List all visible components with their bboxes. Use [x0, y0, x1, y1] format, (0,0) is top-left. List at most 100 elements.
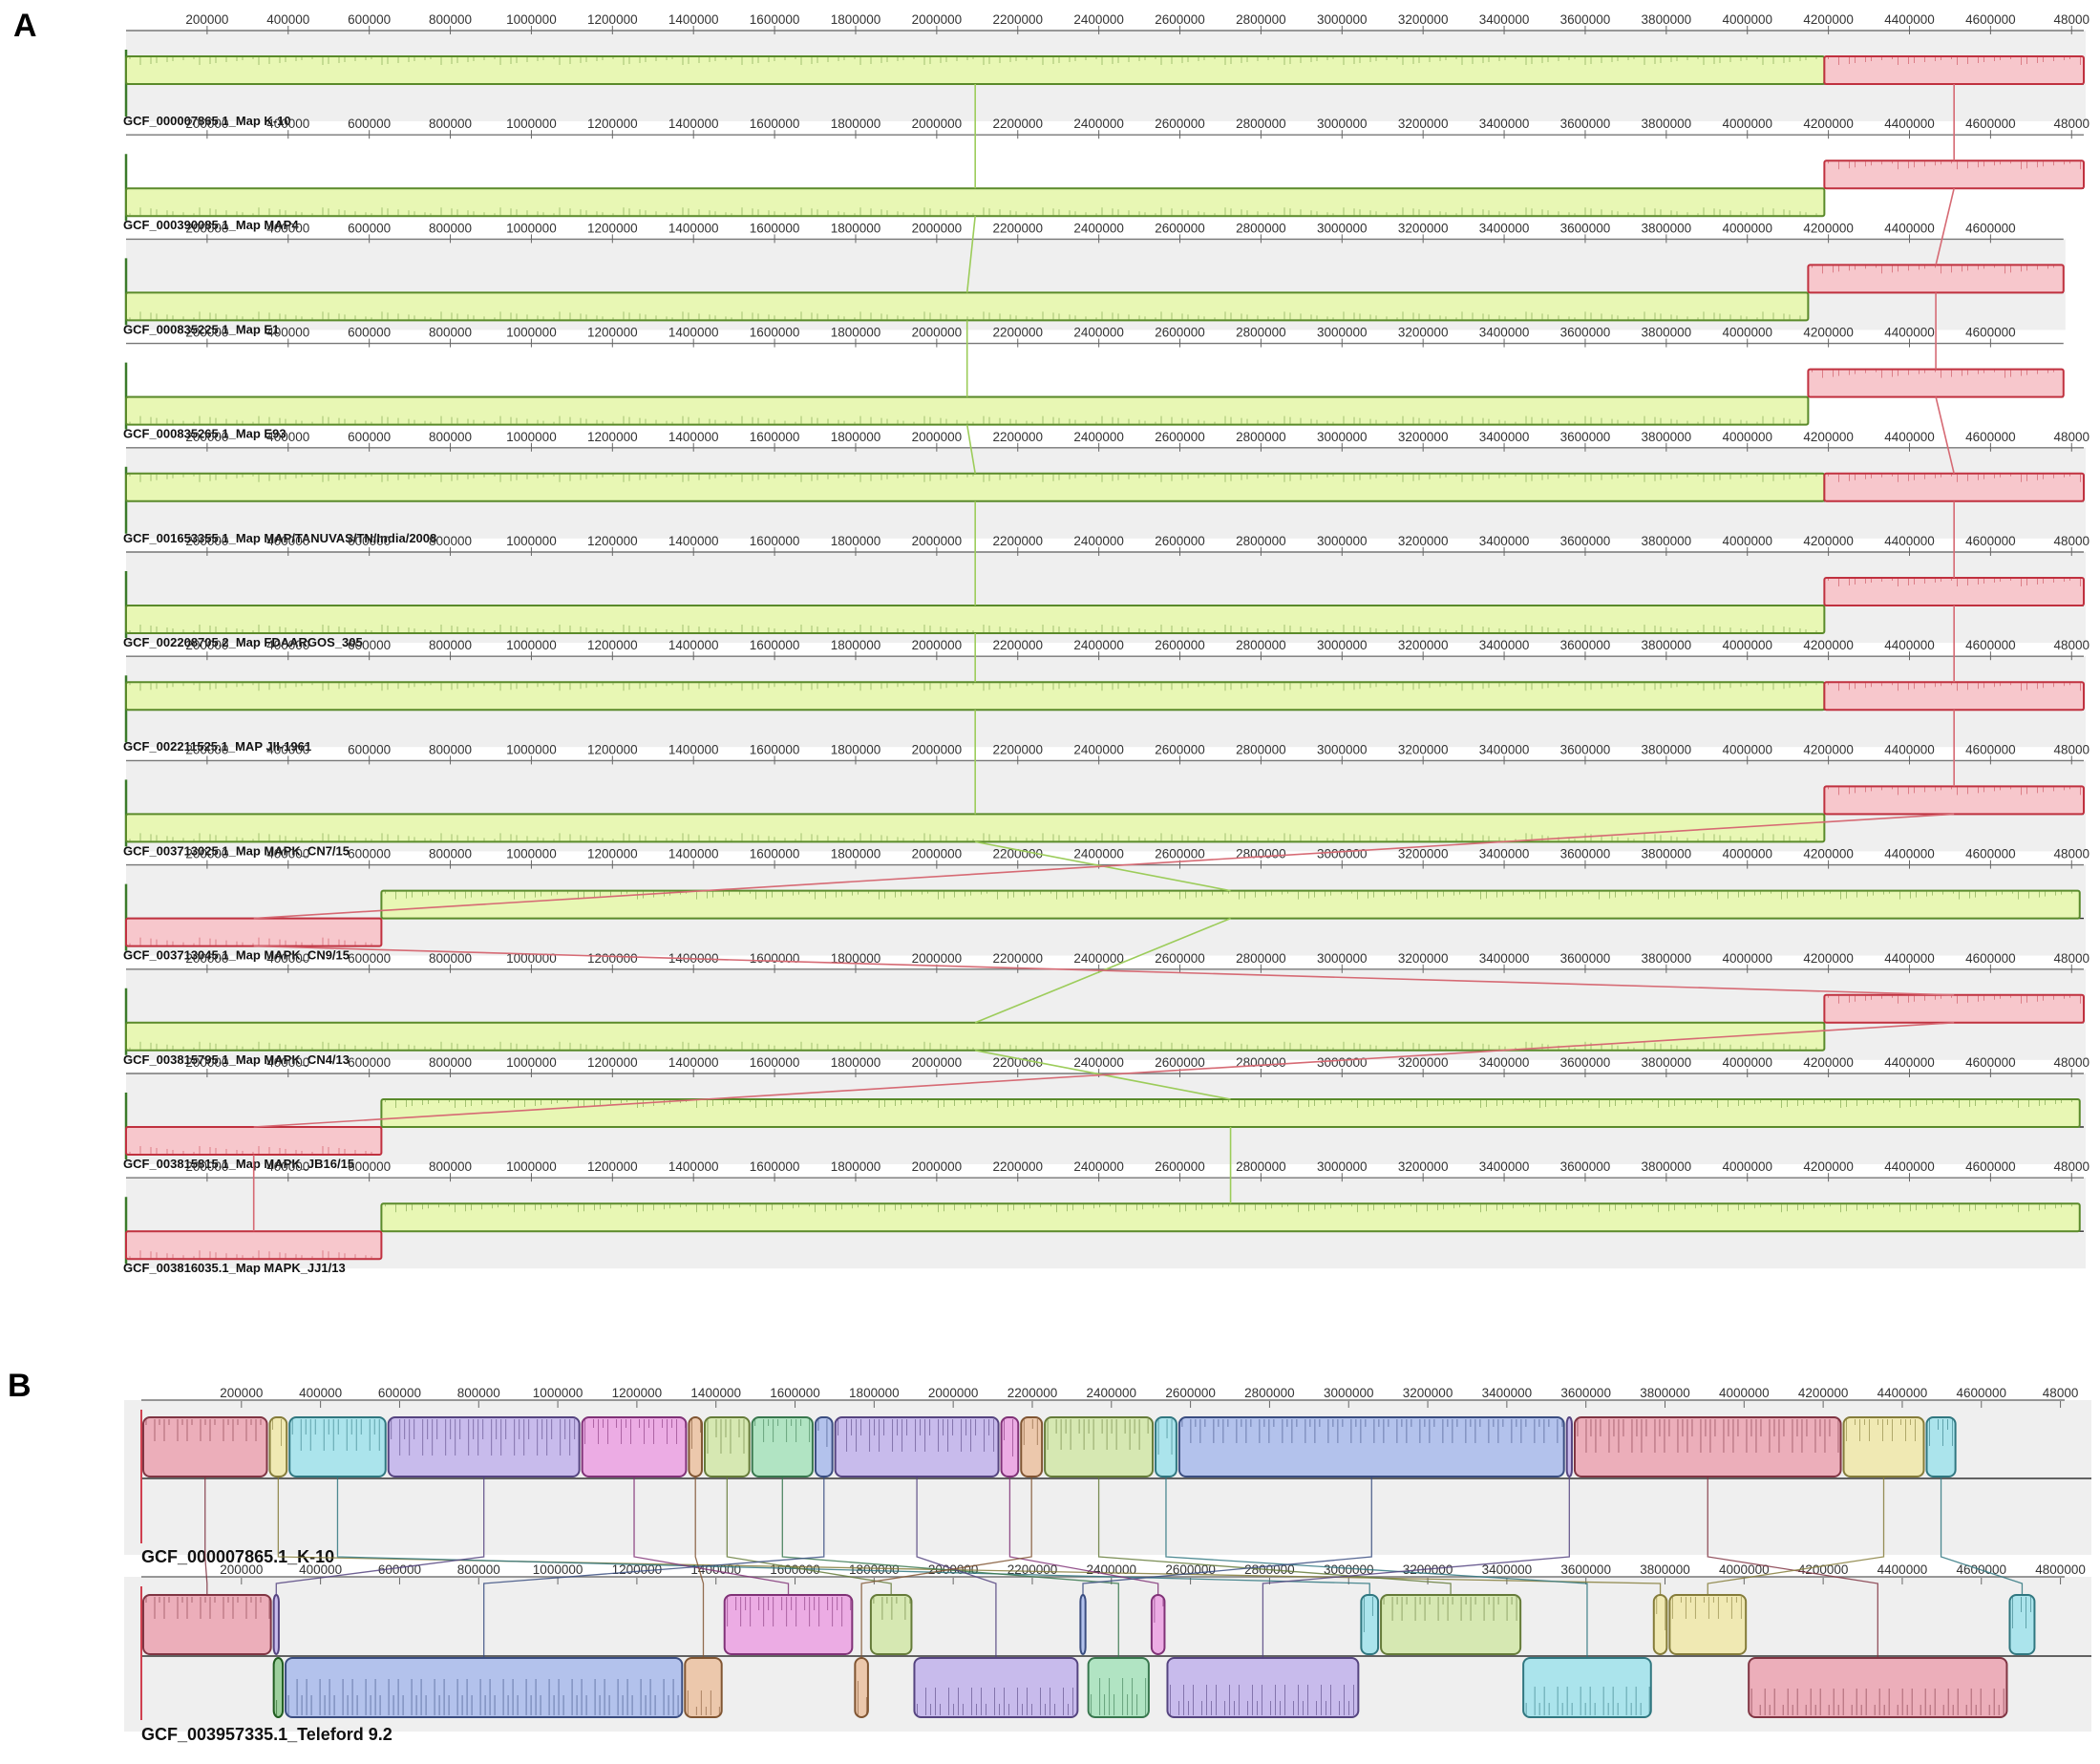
- lcb-block-darkgreen: [272, 1657, 285, 1718]
- ruler-tick-label: 3200000: [1398, 430, 1449, 444]
- lcb-connector-cyan: [1165, 1477, 1588, 1658]
- lcb-connector-red: [1935, 188, 1955, 266]
- ruler-tick-label: 3800000: [1642, 430, 1692, 444]
- ruler-tick-label: 3800000: [1642, 326, 1692, 340]
- ruler-tick-label: 4200000: [1803, 326, 1854, 340]
- lcb-block-green: [125, 55, 1826, 85]
- ruler-tick-label: 600000: [348, 1159, 391, 1174]
- ruler-tick-label: 4000000: [1722, 117, 1772, 131]
- ruler-tick-label: 400000: [266, 534, 309, 548]
- ruler-tick-label: 48000: [2053, 951, 2089, 966]
- ruler-tick-label: 4600000: [1965, 12, 2016, 27]
- ruler-tick-label: 200000: [185, 221, 228, 235]
- ruler-tick-label: 800000: [429, 12, 472, 27]
- ruler-tick-label: 1000000: [533, 1562, 583, 1577]
- ruler-tick-label: 2400000: [1073, 117, 1124, 131]
- lcb-connector-blue: [483, 1477, 825, 1658]
- lcb-block-green: [125, 681, 1826, 712]
- ruler-tick-label: 3600000: [1560, 326, 1611, 340]
- ruler-tick-label: 3200000: [1398, 326, 1449, 340]
- ruler-tick-label: 3200000: [1398, 951, 1449, 966]
- ruler-tick-label: 2600000: [1155, 1055, 1205, 1070]
- ruler-tick-label: 4600000: [1965, 1055, 2016, 1070]
- ruler-tick-label: 1600000: [750, 1055, 800, 1070]
- ruler-tick-label: 4200000: [1803, 951, 1854, 966]
- ruler-tick-label: 3200000: [1398, 221, 1449, 235]
- ruler-tick-label: 4400000: [1884, 326, 1935, 340]
- lcb-block-blue: [1177, 1416, 1565, 1477]
- ruler-tick-label: 2200000: [992, 742, 1043, 756]
- lcb-block-red: [1573, 1416, 1842, 1477]
- lcb-block-red: [142, 1416, 268, 1477]
- lcb-block-red: [1823, 577, 2085, 606]
- ruler-tick-label: 3800000: [1642, 221, 1692, 235]
- ruler-tick-label: 400000: [266, 117, 309, 131]
- ruler-tick-label: 3800000: [1642, 12, 1692, 27]
- ruler-tick-label: 1800000: [831, 638, 881, 652]
- ruler-tick-label: 3600000: [1560, 12, 1611, 27]
- ruler-tick-label: 2200000: [992, 534, 1043, 548]
- genome-label: GCF_003957335.1_Teleford 9.2: [141, 1725, 392, 1744]
- ruler-tick-label: 2600000: [1155, 1159, 1205, 1174]
- lcb-connector-orange: [694, 1477, 705, 1658]
- ruler-tick-label: 200000: [185, 847, 228, 861]
- ruler-tick-label: 200000: [185, 326, 228, 340]
- ruler-tick-label: 600000: [348, 1055, 391, 1070]
- ruler-tick-label: 1600000: [750, 534, 800, 548]
- ruler-tick-label: 3400000: [1479, 951, 1530, 966]
- ruler-tick-label: 1800000: [831, 430, 881, 444]
- ruler-tick-label: 3800000: [1642, 951, 1692, 966]
- ruler-tick-label: 2000000: [912, 951, 963, 966]
- ruler-tick-label: 2000000: [912, 117, 963, 131]
- ruler-tick-label: 4600000: [1965, 326, 2016, 340]
- track-background: [124, 1577, 2091, 1732]
- lcb-connector-orange: [860, 1477, 1032, 1658]
- ruler-tick-label: 1600000: [750, 221, 800, 235]
- lcb-connector-purple: [1262, 1477, 1570, 1658]
- ruler-tick-label: 4400000: [1877, 1386, 1928, 1400]
- ruler-tick-label: 400000: [266, 1159, 309, 1174]
- ruler-tick-label: 1800000: [831, 221, 881, 235]
- lcb-block-red: [125, 1230, 383, 1261]
- ruler-tick-label: 1000000: [506, 1055, 557, 1070]
- lcb-block-yellow: [1652, 1594, 1668, 1655]
- ruler-tick-label: 3200000: [1398, 12, 1449, 27]
- ruler-tick-label: 400000: [266, 847, 309, 861]
- lcb-connector-yellow: [277, 1477, 1662, 1595]
- ruler-tick-label: 3400000: [1482, 1562, 1533, 1577]
- ruler-tick-label: 400000: [266, 638, 309, 652]
- lcb-block-red: [1823, 472, 2085, 502]
- ruler-tick-label: 2400000: [1073, 1055, 1124, 1070]
- ruler-tick-label: 200000: [185, 951, 228, 966]
- ruler-tick-label: 2000000: [912, 742, 963, 756]
- ruler-tick-label: 200000: [185, 1055, 228, 1070]
- ruler-tick-label: 3400000: [1479, 430, 1530, 444]
- ruler-tick-label: 2400000: [1073, 951, 1124, 966]
- ruler-tick-label: 2000000: [928, 1386, 979, 1400]
- genome-label: GCF_003815795.1_Map MAPK_CN4/13: [123, 1052, 350, 1067]
- lcb-block-green: [380, 1202, 2081, 1233]
- ruler-tick-label: 1400000: [668, 638, 719, 652]
- ruler-tick-label: 48000: [2053, 742, 2089, 756]
- ruler-tick-label: 3400000: [1479, 221, 1530, 235]
- ruler-tick-label: 4200000: [1803, 742, 1854, 756]
- lcb-block-red: [1807, 264, 2065, 294]
- ruler-tick-label: 1000000: [506, 430, 557, 444]
- lcb-block-red: [125, 917, 383, 947]
- ruler-tick-label: 1000000: [506, 638, 557, 652]
- ruler-tick-label: 1600000: [750, 326, 800, 340]
- ruler-tick-label: 3600000: [1560, 1386, 1611, 1400]
- ruler-tick-label: 1200000: [587, 12, 638, 27]
- ruler-tick-label: 4000000: [1722, 221, 1772, 235]
- ruler-tick-label: 400000: [266, 326, 309, 340]
- ruler-tick-label: 200000: [185, 534, 228, 548]
- lcb-block-red: [142, 1594, 272, 1655]
- ruler-tick-label: 2800000: [1236, 847, 1286, 861]
- ruler-tick-label: 2600000: [1155, 430, 1205, 444]
- ruler-tick-label: 3400000: [1479, 117, 1530, 131]
- ruler-tick-label: 1000000: [506, 847, 557, 861]
- ruler-tick-label: 1800000: [831, 1055, 881, 1070]
- ruler-tick-label: 2600000: [1155, 742, 1205, 756]
- ruler-tick-label: 3600000: [1560, 742, 1611, 756]
- ruler-tick-label: 48000: [2053, 1159, 2089, 1174]
